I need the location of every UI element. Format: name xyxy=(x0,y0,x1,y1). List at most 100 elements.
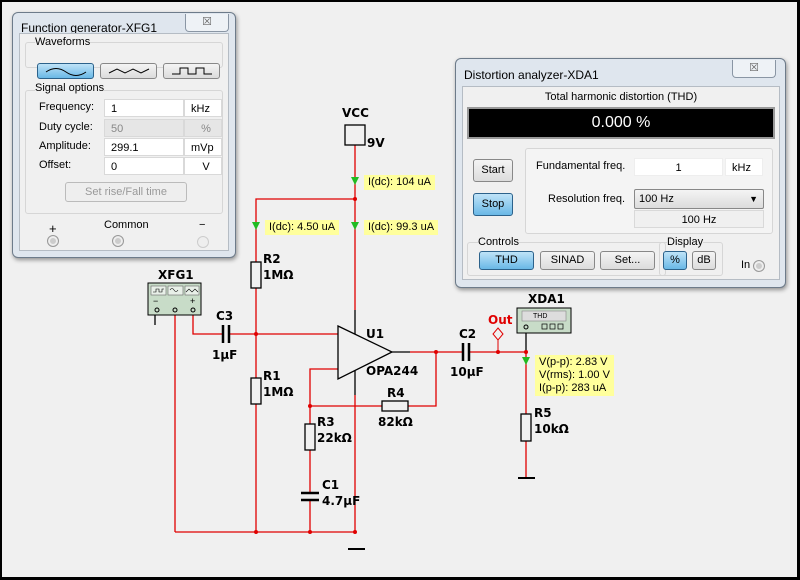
r3-label: R3 xyxy=(317,415,335,429)
r2-label: R2 xyxy=(263,252,281,266)
duty-cycle-input[interactable]: 50 xyxy=(104,119,184,137)
probe-output: V(p-p): 2.83 V V(rms): 1.00 V I(p-p): 28… xyxy=(535,355,614,396)
duty-cycle-unit[interactable]: % xyxy=(184,119,222,137)
sine-wave-button[interactable] xyxy=(37,63,94,79)
waveforms-label: Waveforms xyxy=(35,36,91,48)
c2-label: C2 xyxy=(459,327,477,341)
probe-vpp: V(p-p): 2.83 V xyxy=(539,356,608,368)
fundamental-freq-label: Fundamental freq. xyxy=(536,160,626,172)
probe-arrows xyxy=(252,177,530,365)
triangle-wave-button[interactable] xyxy=(100,63,157,79)
vcc-label: VCC xyxy=(342,106,369,120)
fg-panel: Waveforms Signal options Frequency: 1 kH… xyxy=(19,33,229,251)
r4-label: R4 xyxy=(387,386,405,400)
xfg1-label: XFG1 xyxy=(158,268,194,282)
xda1-label: XDA1 xyxy=(528,292,565,306)
chevron-down-icon: ▼ xyxy=(749,194,758,204)
plus-terminal[interactable] xyxy=(47,235,59,247)
signal-options-group xyxy=(25,90,223,214)
r5-label: R5 xyxy=(534,406,552,420)
resolution-freq-select[interactable]: 100 Hz ▼ xyxy=(634,189,764,209)
r3-value: 22kΩ xyxy=(317,431,352,445)
duty-cycle-label: Duty cycle: xyxy=(39,121,93,133)
opamp-u1 xyxy=(337,324,394,381)
common-terminal-label: Common xyxy=(104,219,149,231)
u1-part: OPA244 xyxy=(366,364,419,378)
xfg1-instrument: −+ xyxy=(147,282,202,316)
resistor-r2 xyxy=(250,261,262,289)
resolution-freq-readout: 100 Hz xyxy=(634,210,764,228)
amplitude-input[interactable]: 299.1 xyxy=(104,138,184,156)
display-label: Display xyxy=(667,236,704,248)
capacitor-c1 xyxy=(301,491,319,502)
capacitor-c3 xyxy=(221,325,231,343)
frequency-unit[interactable]: kHz xyxy=(184,99,222,117)
resistor-r4 xyxy=(381,400,409,412)
db-button[interactable]: dB xyxy=(692,251,716,270)
out-probe-marker xyxy=(492,327,504,341)
r1-value: 1MΩ xyxy=(263,385,294,399)
distortion-analyzer-window: Distortion analyzer-XDA1 ☒ Total harmoni… xyxy=(455,58,786,288)
frequency-label: Frequency: xyxy=(39,101,95,113)
svg-text:−: − xyxy=(153,296,158,306)
probe-r2-current: I(dc): 4.50 uA xyxy=(265,220,340,235)
amplitude-unit[interactable]: mVp xyxy=(184,138,222,156)
resolution-freq-label: Resolution freq. xyxy=(548,193,626,205)
xda1-instrument xyxy=(516,307,572,334)
window-title: Function generator-XFG1 xyxy=(21,21,158,35)
square-wave-button[interactable] xyxy=(163,63,220,79)
offset-input[interactable]: 0 xyxy=(104,157,184,175)
fundamental-freq-unit[interactable]: kHz xyxy=(725,158,763,176)
set-rise-fall-button[interactable]: Set rise/Fall time xyxy=(65,182,187,202)
c3-label: C3 xyxy=(216,309,234,323)
function-generator-window: Function generator-XFG1 ☒ Waveforms Sign… xyxy=(12,12,236,258)
c3-value: 1µF xyxy=(212,348,238,362)
input-terminal-label: In xyxy=(741,259,751,271)
u1-label: U1 xyxy=(366,327,385,341)
out-label: Out xyxy=(488,313,513,327)
minus-terminal[interactable] xyxy=(197,236,209,248)
c1-label: C1 xyxy=(322,478,340,492)
r4-value: 82kΩ xyxy=(378,415,413,429)
set-button[interactable]: Set... xyxy=(600,251,655,270)
thd-button[interactable]: THD xyxy=(479,251,534,270)
common-terminal[interactable] xyxy=(112,235,124,247)
svg-text:+: + xyxy=(190,296,195,306)
window-title: Distortion analyzer-XDA1 xyxy=(464,68,599,82)
capacitor-c2 xyxy=(461,343,471,361)
c2-value: 10µF xyxy=(450,365,484,379)
percent-button[interactable]: % xyxy=(663,251,687,270)
controls-label: Controls xyxy=(478,236,519,248)
da-panel: Total harmonic distortion (THD) 0.000 % … xyxy=(462,86,780,280)
signal-options-label: Signal options xyxy=(35,82,105,94)
frequency-input[interactable]: 1 xyxy=(104,99,184,117)
xda1-screen: THD xyxy=(533,313,548,320)
close-button[interactable]: ☒ xyxy=(732,60,776,78)
minus-terminal-label: − xyxy=(199,219,206,231)
resolution-freq-value: 100 Hz xyxy=(639,193,674,205)
offset-unit[interactable]: V xyxy=(184,157,222,175)
thd-label: Total harmonic distortion (THD) xyxy=(544,91,698,103)
c1-value: 4.7µF xyxy=(322,494,361,508)
ground-symbols xyxy=(348,477,535,550)
resistor-r3 xyxy=(304,423,316,451)
start-button[interactable]: Start xyxy=(473,159,513,182)
probe-ipp: I(p-p): 283 uA xyxy=(539,382,607,394)
probe-vrms: V(rms): 1.00 V xyxy=(539,369,610,381)
input-terminal[interactable] xyxy=(753,260,765,272)
vcc-value: 9V xyxy=(367,136,385,150)
close-button[interactable]: ☒ xyxy=(185,14,229,32)
amplitude-label: Amplitude: xyxy=(39,140,91,152)
probe-opamp-current: I(dc): 99.3 uA xyxy=(364,220,439,235)
probe-vcc-current: I(dc): 104 uA xyxy=(364,175,435,190)
r2-value: 1MΩ xyxy=(263,268,294,282)
offset-label: Offset: xyxy=(39,159,72,171)
resistor-r5 xyxy=(520,413,532,442)
fundamental-freq-input[interactable]: 1 xyxy=(634,158,723,176)
r1-label: R1 xyxy=(263,369,281,383)
r5-value: 10kΩ xyxy=(534,422,569,436)
vcc-source xyxy=(344,124,366,146)
sinad-button[interactable]: SINAD xyxy=(540,251,595,270)
stop-button[interactable]: Stop xyxy=(473,193,513,216)
resistor-r1 xyxy=(250,377,262,405)
